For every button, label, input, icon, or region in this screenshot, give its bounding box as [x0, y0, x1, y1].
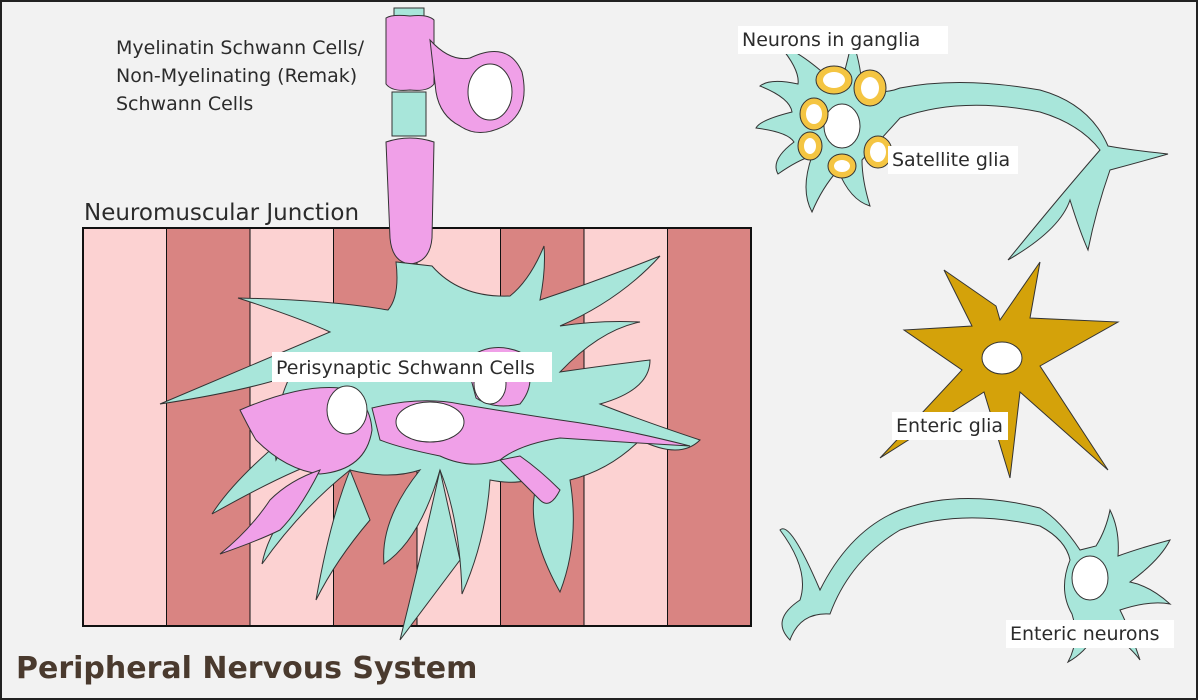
enteric-glia-nucleus [982, 342, 1022, 374]
myelin-segment-lower [386, 138, 434, 264]
muscle-stripe-dark [668, 228, 752, 626]
schwann-nucleus-2 [396, 402, 464, 442]
label-neurons-ganglia: Neurons in ganglia [742, 29, 920, 51]
myelin-segment [386, 15, 434, 90]
ganglion-nucleus [824, 104, 860, 148]
label-satellite: Satellite glia [892, 149, 1010, 171]
enteric-neuron-nucleus [1072, 556, 1108, 600]
schwann-nucleus-1 [327, 386, 367, 434]
label-nmj: Neuromuscular Junction [84, 200, 359, 226]
label-enteric-glia: Enteric glia [896, 415, 1003, 437]
remak-nucleus [468, 64, 512, 120]
muscle-stripe-dark [167, 228, 251, 626]
label-myelinating-line1: Myelinatin Schwann Cells/ [116, 37, 365, 59]
muscle-stripe-light [83, 228, 167, 626]
label-enteric-neurons: Enteric neurons [1010, 623, 1160, 645]
label-myelinating-line3: Schwann Cells [116, 93, 253, 115]
page-title: Peripheral Nervous System [16, 651, 477, 686]
label-myelinating-line2: Non-Myelinating (Remak) [116, 65, 357, 87]
label-perisynaptic: Perisynaptic Schwann Cells [276, 357, 535, 379]
